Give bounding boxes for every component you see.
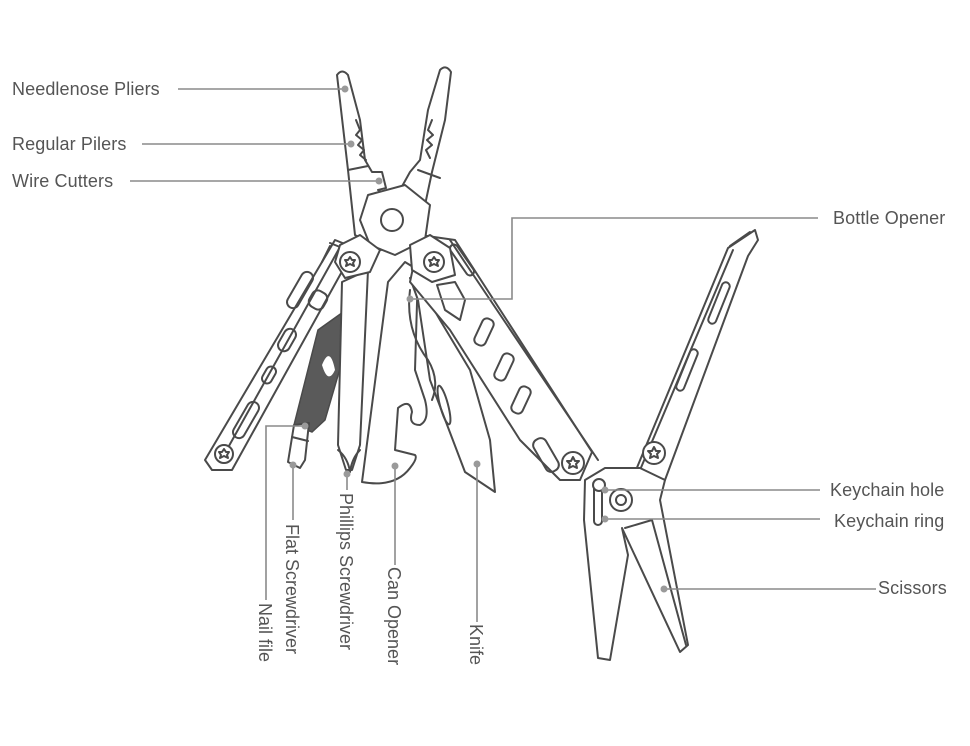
label-needlenose-pliers: Needlenose Pliers <box>12 79 160 99</box>
phillips-screwdriver-tool <box>337 269 369 473</box>
leader-lines <box>130 85 876 622</box>
scissors-arm <box>635 229 759 481</box>
screw-icon <box>339 251 361 273</box>
screw-icon <box>214 444 234 464</box>
label-phillips-screwdriver: Phillips Screwdriver <box>336 493 356 651</box>
label-scissors: Scissors <box>878 578 947 598</box>
label-keychain-hole: Keychain hole <box>830 480 945 500</box>
label-knife: Knife <box>466 624 486 666</box>
screw-icon <box>642 441 666 465</box>
label-keychain-ring: Keychain ring <box>834 511 945 531</box>
label-nail-file: Nail file <box>255 603 275 663</box>
plier-head <box>334 66 456 283</box>
label-can-opener: Can Opener <box>384 567 404 666</box>
screw-icon <box>561 451 585 475</box>
scissors-body <box>583 467 689 661</box>
label-wire-cutters: Wire Cutters <box>12 171 114 191</box>
right-handle <box>409 234 599 481</box>
label-bottle-opener: Bottle Opener <box>833 208 946 228</box>
label-flat-screwdriver: Flat Screwdriver <box>282 524 302 655</box>
screw-icon <box>423 251 445 273</box>
label-regular-pliers: Regular Pilers <box>12 134 127 154</box>
